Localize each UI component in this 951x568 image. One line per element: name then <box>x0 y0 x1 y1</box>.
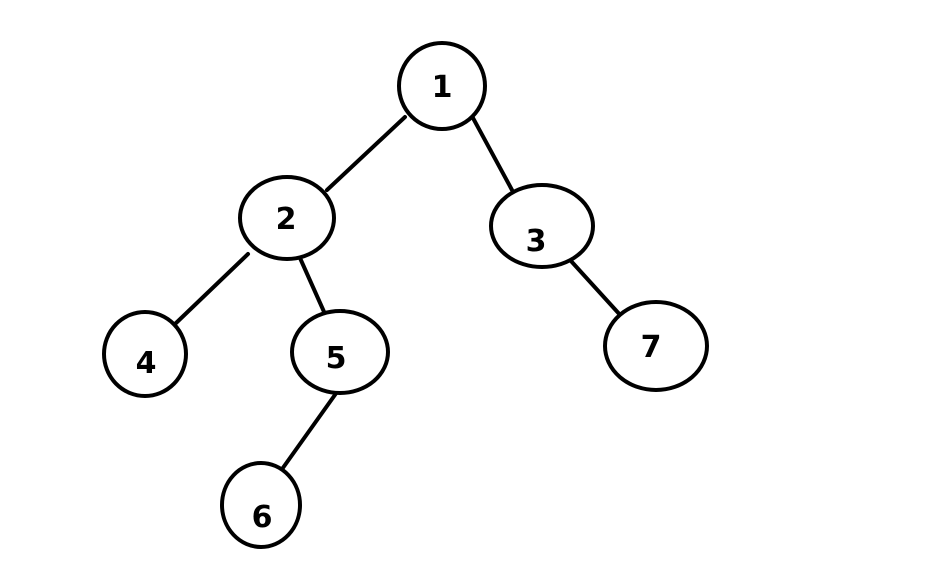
node-circle <box>238 175 336 261</box>
tree-node-6: 6 <box>220 461 302 549</box>
edge-5-6 <box>278 390 339 474</box>
node-circle <box>603 300 709 392</box>
edge-2-4 <box>173 252 250 326</box>
tree-node-2: 2 <box>238 175 336 261</box>
node-label: 4 <box>136 346 157 381</box>
node-circle <box>102 310 188 398</box>
edge-3-7 <box>569 259 624 319</box>
tree-node-4: 4 <box>102 310 188 398</box>
node-label: 1 <box>432 70 453 105</box>
node-circle <box>290 309 390 395</box>
node-label: 6 <box>252 500 273 535</box>
node-label: 7 <box>641 330 662 365</box>
node-label: 2 <box>276 202 297 237</box>
edge-1-2 <box>325 115 407 192</box>
tree-node-5: 5 <box>290 309 390 395</box>
node-label: 5 <box>326 341 347 376</box>
tree-edges <box>173 115 624 474</box>
tree-node-3: 3 <box>489 183 595 269</box>
node-circle <box>220 461 302 549</box>
node-circle <box>489 183 595 269</box>
tree-node-7: 7 <box>603 300 709 392</box>
node-label: 3 <box>526 224 547 259</box>
edge-2-5 <box>298 256 327 316</box>
node-circle <box>397 41 487 131</box>
tree-node-1: 1 <box>397 41 487 131</box>
edge-1-3 <box>471 116 514 192</box>
